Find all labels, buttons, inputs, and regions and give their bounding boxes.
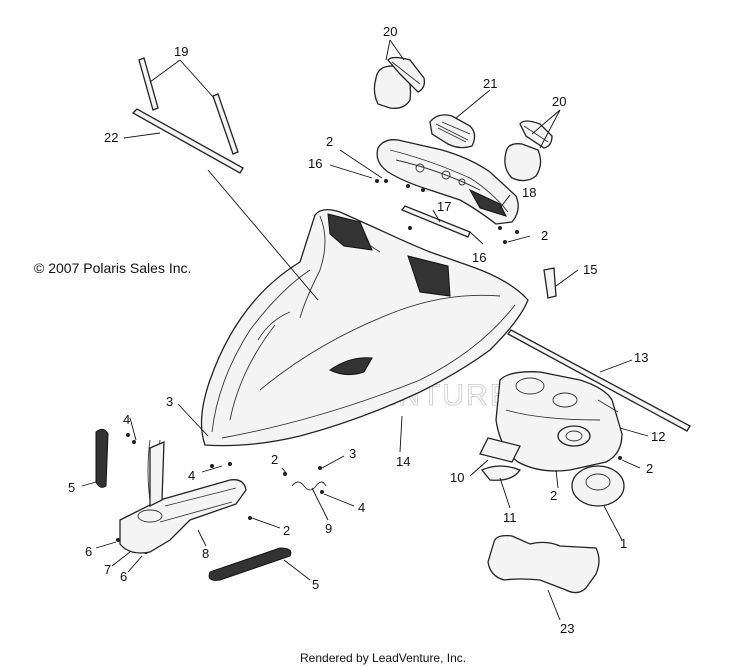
- part-9-spring: [291, 481, 327, 491]
- copyright-text: © 2007 Polaris Sales Inc.: [34, 260, 191, 276]
- part-17-rod: [400, 205, 471, 238]
- fasteners: [116, 179, 622, 554]
- callouts: 19 22 20 21 20 2 16 18 17 2 16 15 13 12 …: [68, 24, 665, 636]
- callout-5: 5: [312, 577, 319, 592]
- callout-2: 2: [271, 452, 278, 467]
- callout-15: 15: [583, 262, 597, 277]
- callout-3: 3: [166, 394, 173, 409]
- part-20-mirror-left: [373, 56, 426, 109]
- callout-16: 16: [472, 250, 486, 265]
- callout-19: 19: [174, 44, 188, 59]
- callout-1: 1: [620, 536, 627, 551]
- callout-5: 5: [68, 480, 75, 495]
- callout-21: 21: [483, 76, 497, 91]
- part-15-clip: [543, 267, 557, 299]
- part-5-grille-upper: [95, 428, 109, 488]
- callout-2: 2: [283, 523, 290, 538]
- callout-2: 2: [550, 488, 557, 503]
- callout-4: 4: [188, 468, 195, 483]
- callout-14: 14: [396, 454, 410, 469]
- part-10-decal: [479, 437, 521, 463]
- part-22-trim-strip: [131, 108, 244, 174]
- footer-text: Rendered by LeadVenture, Inc.: [300, 651, 466, 665]
- callout-23: 23: [560, 621, 574, 636]
- callout-11: 11: [503, 510, 517, 525]
- part-8-bumper: [119, 439, 247, 554]
- leader-lines: [81, 39, 649, 621]
- part-14-hood: [200, 208, 529, 447]
- callout-3: 3: [349, 446, 356, 461]
- part-5-grille-lower: [208, 547, 292, 581]
- callout-2: 2: [326, 134, 333, 149]
- part-11-decal: [480, 465, 521, 481]
- callout-4: 4: [123, 412, 130, 427]
- callout-20: 20: [383, 24, 397, 39]
- part-21-gauge-insert: [429, 114, 476, 149]
- callout-10: 10: [450, 470, 464, 485]
- part-12-console: [495, 371, 623, 472]
- part-19-trim-strips: [138, 57, 239, 155]
- callout-12: 12: [651, 429, 665, 444]
- callout-16: 16: [308, 156, 322, 171]
- callout-2: 2: [541, 228, 548, 243]
- part-18-dash-panel: [376, 139, 519, 225]
- callout-22: 22: [104, 130, 118, 145]
- callout-13: 13: [634, 350, 648, 365]
- callout-9: 9: [325, 521, 332, 536]
- callout-7: 7: [104, 562, 111, 577]
- callout-2: 2: [646, 461, 653, 476]
- part-1-grommet: [571, 465, 625, 507]
- part-23-liner: [487, 534, 600, 594]
- part-13-rod: [507, 329, 691, 432]
- callout-4: 4: [358, 500, 365, 515]
- callout-18: 18: [522, 185, 536, 200]
- callout-6: 6: [120, 569, 127, 584]
- callout-20: 20: [552, 94, 566, 109]
- callout-8: 8: [202, 546, 209, 561]
- callout-6: 6: [85, 544, 92, 559]
- callout-17: 17: [437, 199, 451, 214]
- part-20-mirror-right: [504, 120, 553, 182]
